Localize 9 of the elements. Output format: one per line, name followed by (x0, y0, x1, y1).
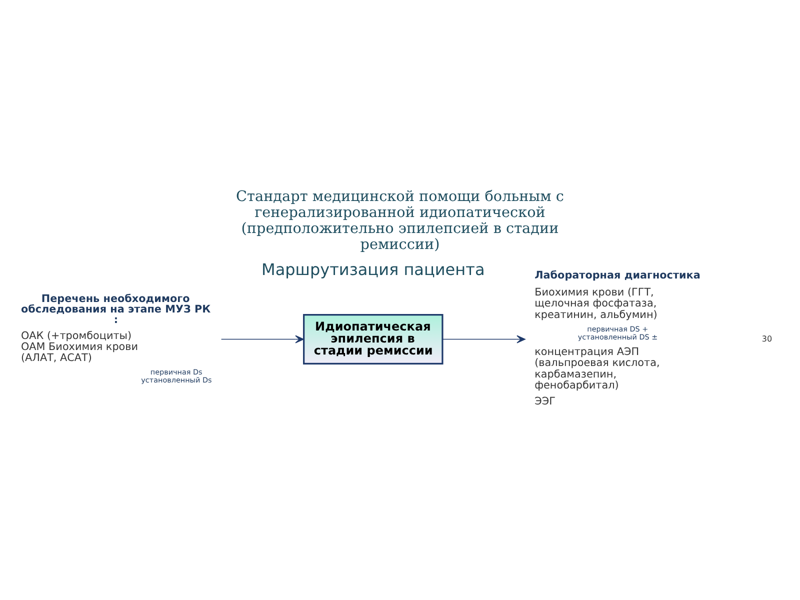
node-text: Лабораторная диагностика Биохимия крови (ГГТ, щелочная фосфатаза, креатинин, альбумин) первичная DS + установленный DS ± концентрация АЭП (вальпроевая кислота, карбамазепин, фенобарбитал) ЭЭГ (534, 270, 700, 408)
diagram-title: Стандарт медицинской помощи больным с генерализированной идиопатической (предположительно эпилепсией в стадии ремиссии) (236, 188, 564, 254)
node-text: Перечень необходимого обследования на этапе МУЗ РК : ОАК (+тромбоциты) ОАМ Биохимия крови (АЛАТ, АСАТ) (20, 292, 211, 364)
arrow (442, 335, 526, 344)
label: 30 (762, 334, 772, 344)
label: Маршрутизация пациента (262, 260, 485, 280)
node-label: первичная Ds установленный Ds (141, 368, 212, 385)
arrow (220, 335, 304, 344)
node-box: Идиопатическая эпилепсия в стадии ремиссии (303, 314, 444, 365)
